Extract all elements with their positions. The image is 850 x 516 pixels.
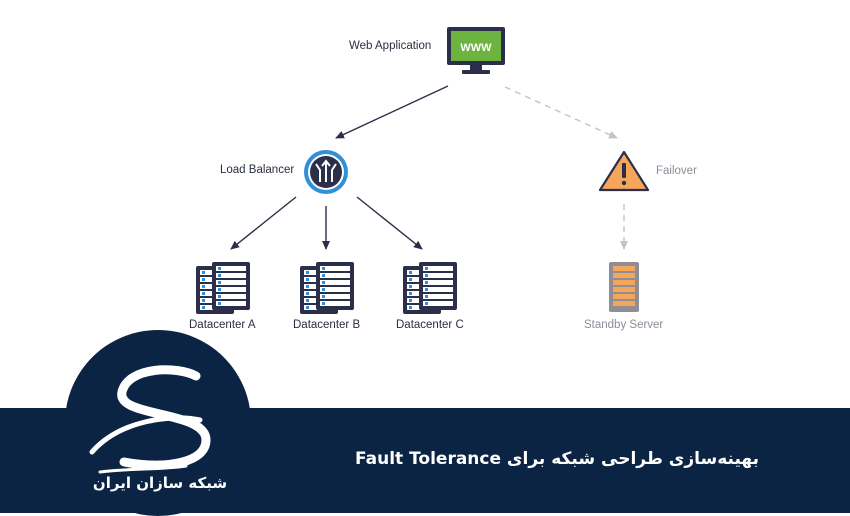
datacenter-b-label: Datacenter B <box>293 319 361 331</box>
failover-label: Failover <box>656 165 697 177</box>
datacenter-a-label: Datacenter A <box>189 319 256 331</box>
standby-server-icon <box>609 262 639 312</box>
monitor-icon: WWW <box>447 27 505 74</box>
edge-web-to-failover <box>504 86 618 139</box>
banner-caption: بهینه‌سازی طراحی شبکه برای Fault Toleran… <box>355 449 760 469</box>
edge-lb-to-dc-c <box>356 196 423 250</box>
datacenter-b-server-icon <box>300 262 354 314</box>
logo-text: شبکه سازان ایران <box>92 474 228 492</box>
datacenter-c-label: Datacenter C <box>396 319 464 331</box>
load-balancer-label: Load Balancer <box>220 164 295 176</box>
monitor-screen-text: WWW <box>460 42 492 54</box>
warning-icon <box>598 150 650 192</box>
edge-lb-to-dc-a <box>230 196 297 250</box>
datacenter-a-server-icon <box>196 262 250 314</box>
edge-web-to-lb <box>335 85 449 139</box>
standby-server-label: Standby Server <box>584 319 664 331</box>
datacenter-c-server-icon <box>403 262 457 314</box>
web-application-label: Web Application <box>349 40 432 52</box>
load-balancer-icon <box>304 150 348 194</box>
